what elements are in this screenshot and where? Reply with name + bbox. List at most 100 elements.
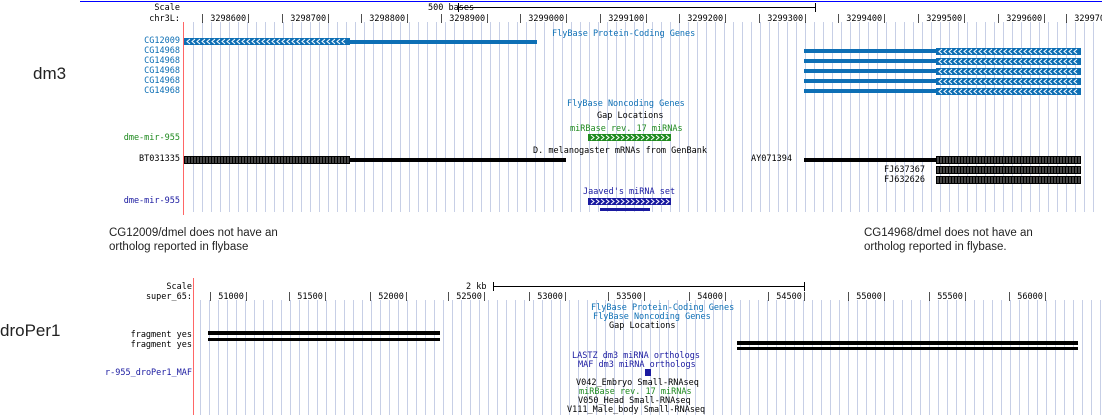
dm3-cg12009-chevron (321, 38, 326, 45)
dm3-cg14968-utr (804, 49, 936, 53)
dm3-cg14968-chevron (1043, 78, 1048, 85)
dm3-track-canvas[interactable] (0, 0, 1102, 215)
droper1-mirbase-title[interactable]: miRBase rev. 17 miRNAs (579, 387, 692, 397)
dm3-gene-label-cg14968-2[interactable]: CG14968 (144, 56, 180, 66)
dm3-cg12009-chevron (196, 38, 201, 45)
droper1-noncoding-title[interactable]: FlyBase Noncoding Genes (593, 312, 711, 322)
dm3-jaaved-chevron (610, 198, 615, 205)
dm3-mrna-right-label-1[interactable]: FJ637367 (884, 165, 925, 175)
dm3-cg14968-chevron (968, 88, 973, 95)
dm3-gene-label-cg14968-4[interactable]: CG14968 (144, 76, 180, 86)
droper1-tick-label: | 53500| (606, 292, 647, 302)
dm3-cg14968-chevron (1063, 58, 1068, 65)
dm3-cg12009-chevron (191, 38, 196, 45)
dm3-cg14968-chevron (988, 48, 993, 55)
dm3-cg14968-chevron (963, 88, 968, 95)
dm3-jaaved-clipped-label (600, 208, 650, 211)
droper1-gap-title[interactable]: Gap Locations (609, 321, 676, 331)
droper1-maf-label[interactable]: r-955_droPer1_MAF (105, 368, 192, 378)
dm3-cg14968-chevron (1008, 78, 1013, 85)
dm3-mir955-chevron (600, 134, 605, 141)
dm3-tick-label: | 3299700| (1064, 14, 1102, 24)
dm3-cg14968-chevron (943, 78, 948, 85)
dm3-cg14968-chevron (953, 68, 958, 75)
droper1-chrom-label: super_65: (145, 292, 192, 302)
dm3-cg12009-chevron (246, 38, 251, 45)
dm3-cg14968-chevron (988, 68, 993, 75)
droper1-fragment-label-2[interactable]: fragment yes (130, 340, 192, 350)
dm3-cg14968-chevron (1068, 48, 1073, 55)
dm3-mrna-right-label-2[interactable]: FJ632626 (884, 175, 925, 185)
droper1-lastz-title[interactable]: LASTZ dm3 miRNA orthologs (572, 351, 700, 361)
dm3-mrna-left-label[interactable]: BT031335 (139, 154, 180, 164)
dm3-jaaved-chevron (615, 198, 620, 205)
dm3-cg14968-chevron (1038, 48, 1043, 55)
dm3-cg14968-chevron (1053, 78, 1058, 85)
droper1-rnaseq-embryo[interactable]: V042_Embryo Small-RNAseq (576, 378, 699, 388)
dm3-cg14968-chevron (978, 58, 983, 65)
droper1-rnaseq-head[interactable]: V050_Head Small-RNAseq (578, 396, 691, 406)
dm3-cg14968-chevron (1008, 88, 1013, 95)
dm3-jaaved-chevron (640, 198, 645, 205)
dm3-cg14968-chevron (958, 88, 963, 95)
dm3-cg14968-chevron (1023, 48, 1028, 55)
dm3-gene-label-cg12009[interactable]: CG12009 (144, 36, 180, 46)
dm3-cg14968-chevron (998, 48, 1003, 55)
dm3-cg14968-chevron (1003, 68, 1008, 75)
dm3-gene-label-cg14968-1[interactable]: CG14968 (144, 46, 180, 56)
droper1-track-canvas[interactable] (0, 278, 1102, 415)
dm3-cg14968-chevron (988, 78, 993, 85)
dm3-gene-label-cg14968-3[interactable]: CG14968 (144, 66, 180, 76)
dm3-cg12009-chevron (231, 38, 236, 45)
dm3-cg14968-chevron (1013, 58, 1018, 65)
dm3-cg14968-chevron (968, 58, 973, 65)
droper1-fragment-label-1[interactable]: fragment yes (130, 330, 192, 340)
dm3-mrna-mid-label[interactable]: AY071394 (751, 154, 792, 164)
dm3-jaaved-title[interactable]: Jaaved's miRNA set (583, 187, 676, 197)
droper1-maf-feature (645, 369, 651, 376)
dm3-cg14968-chevron (943, 88, 948, 95)
dm3-cg14968-chevron (943, 68, 948, 75)
dm3-mirbase-title[interactable]: miRBase rev. 17 miRNAs (570, 124, 683, 134)
dm3-cg14968-chevron (1018, 58, 1023, 65)
dm3-noncoding-title[interactable]: FlyBase Noncoding Genes (567, 99, 685, 109)
dm3-cg14968-chevron (968, 78, 973, 85)
dm3-cg14968-chevron (968, 48, 973, 55)
dm3-tick-label: | 3299600| (996, 14, 1048, 24)
dm3-cg14968-chevron (1058, 48, 1063, 55)
dm3-jaaved-chevron (650, 198, 655, 205)
dm3-mirbase-label[interactable]: dme-mir-955 (123, 133, 180, 143)
dm3-tick-label: | 3298900| (439, 14, 491, 24)
dm3-cg14968-chevron (1008, 68, 1013, 75)
dm3-cg12009-chevron (266, 38, 271, 45)
dm3-cg14968-chevron (938, 58, 943, 65)
dm3-cg12009-chevron (201, 38, 206, 45)
droper1-rnaseq-male-body[interactable]: V111_Male_body Small-RNAseq (567, 405, 706, 415)
dm3-cg14968-chevron (963, 48, 968, 55)
dm3-cg14968-chevron (958, 48, 963, 55)
dm3-cg14968-chevron (1058, 88, 1063, 95)
dm3-cg14968-chevron (1043, 58, 1048, 65)
droper1-protein-title[interactable]: FlyBase Protein-Coding Genes (591, 303, 735, 313)
dm3-protein-track-title[interactable]: FlyBase Protein-Coding Genes (552, 29, 696, 39)
dm3-cg14968-chevron (1013, 48, 1018, 55)
dm3-mrna-title[interactable]: D. melanogaster mRNAs from GenBank (533, 146, 707, 156)
dm3-cg12009-chevron (326, 38, 331, 45)
dm3-gene-label-cg14968-5[interactable]: CG14968 (144, 86, 180, 96)
dm3-tick-label: | 3299500| (916, 14, 968, 24)
dm3-cg14968-chevron (1068, 68, 1073, 75)
dm3-mir955-chevron (630, 134, 635, 141)
dm3-cg14968-chevron (998, 58, 1003, 65)
dm3-gap-title[interactable]: Gap Locations (597, 111, 664, 121)
dm3-mir955-chevron (640, 134, 645, 141)
dm3-cg14968-chevron (1073, 58, 1078, 65)
dm3-mir955-chevron (645, 134, 650, 141)
droper1-fragment-2b (737, 347, 1078, 350)
droper1-maf-title[interactable]: MAF dm3 miRNA orthologs (578, 360, 696, 370)
dm3-cg14968-chevron (1023, 68, 1028, 75)
dm3-cg14968-chevron (1028, 48, 1033, 55)
dm3-tick-label: | 3299200| (677, 14, 729, 24)
dm3-cg14968-chevron (938, 78, 943, 85)
dm3-jaaved-label[interactable]: dme-mir-955 (123, 196, 180, 206)
dm3-cg14968-chevron (1023, 78, 1028, 85)
